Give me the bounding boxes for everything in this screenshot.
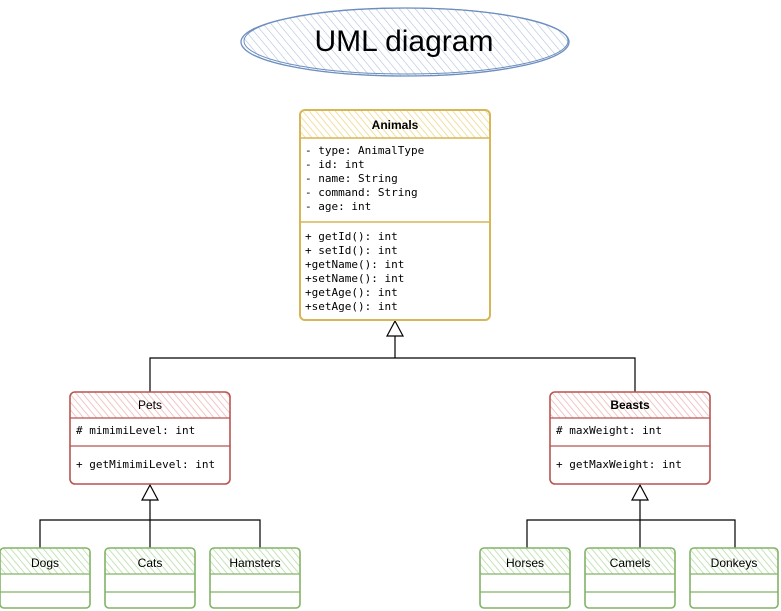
inheritance-arrow-animals bbox=[386, 319, 404, 337]
method: + getMaxWeight: int bbox=[556, 458, 682, 471]
method: + getMimimiLevel: int bbox=[76, 458, 215, 471]
class-name-cats: Cats bbox=[138, 556, 163, 570]
class-horses[interactable]: Horses bbox=[479, 547, 571, 609]
class-camels[interactable]: Camels bbox=[584, 547, 676, 609]
class-name-beasts: Beasts bbox=[610, 398, 650, 412]
class-beasts[interactable]: Beasts # maxWeight: int + getMaxWeight: … bbox=[549, 391, 711, 485]
inheritance-connectors bbox=[39, 319, 736, 548]
attribute: - age: int bbox=[305, 200, 371, 213]
class-donkeys[interactable]: Donkeys bbox=[689, 547, 779, 609]
class-dogs[interactable]: Dogs bbox=[0, 547, 91, 609]
attribute: # mimimiLevel: int bbox=[76, 424, 195, 437]
animals-attributes: - type: AnimalType - id: int - name: Str… bbox=[305, 144, 424, 213]
animals-methods: + getId(): int + setId(): int +getName()… bbox=[305, 230, 404, 313]
connector-animals-children bbox=[149, 357, 636, 392]
connector-beasts-children bbox=[526, 519, 736, 548]
inheritance-arrow-pets bbox=[141, 483, 159, 501]
diagram-title: UML diagram bbox=[315, 25, 494, 58]
attribute: - id: int bbox=[305, 158, 365, 171]
class-name-hamsters: Hamsters bbox=[229, 556, 280, 570]
class-name-horses: Horses bbox=[506, 556, 544, 570]
method: + getId(): int bbox=[305, 230, 398, 243]
attribute: - type: AnimalType bbox=[305, 144, 424, 157]
class-cats[interactable]: Cats bbox=[104, 547, 196, 609]
class-name-dogs: Dogs bbox=[31, 556, 59, 570]
method: +setName(): int bbox=[305, 272, 404, 285]
class-hamsters[interactable]: Hamsters bbox=[209, 547, 301, 609]
class-pets[interactable]: Pets # mimimiLevel: int + getMimimiLevel… bbox=[69, 391, 231, 485]
class-name-animals: Animals bbox=[372, 118, 419, 132]
method: +setAge(): int bbox=[305, 300, 398, 313]
inheritance-arrow-beasts bbox=[631, 483, 649, 501]
class-name-donkeys: Donkeys bbox=[711, 556, 758, 570]
title-cloud: UML diagram bbox=[240, 7, 570, 77]
class-name-camels: Camels bbox=[610, 556, 651, 570]
attribute: - name: String bbox=[305, 172, 398, 185]
attribute: # maxWeight: int bbox=[556, 424, 662, 437]
class-name-pets: Pets bbox=[138, 398, 162, 412]
attribute: - command: String bbox=[305, 186, 418, 199]
method: +getName(): int bbox=[305, 258, 404, 271]
method: + setId(): int bbox=[305, 244, 398, 257]
class-animals[interactable]: Animals - type: AnimalType - id: int - n… bbox=[299, 109, 491, 321]
method: +getAge(): int bbox=[305, 286, 398, 299]
